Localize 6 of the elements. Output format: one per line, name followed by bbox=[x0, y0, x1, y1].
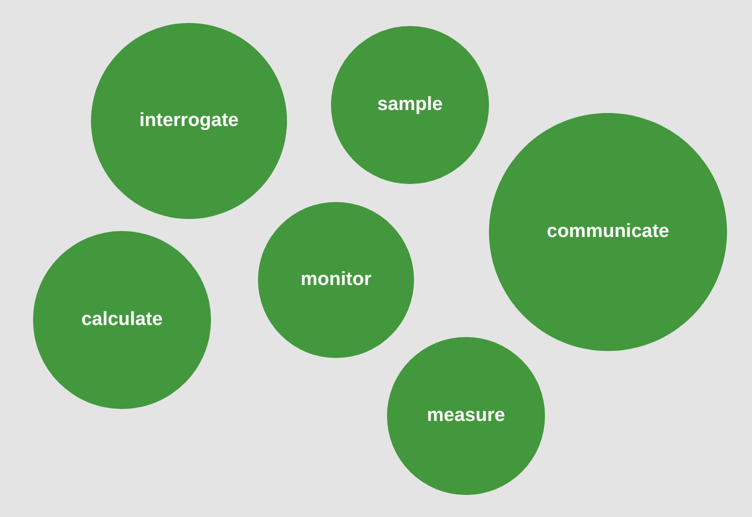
bubble-label: communicate bbox=[546, 221, 670, 243]
bubble-label: interrogate bbox=[139, 110, 239, 132]
bubble-label: sample bbox=[377, 94, 443, 116]
bubble-label: measure bbox=[426, 405, 506, 427]
bubble-label: monitor bbox=[300, 269, 372, 291]
bubble-label: calculate bbox=[81, 309, 163, 331]
